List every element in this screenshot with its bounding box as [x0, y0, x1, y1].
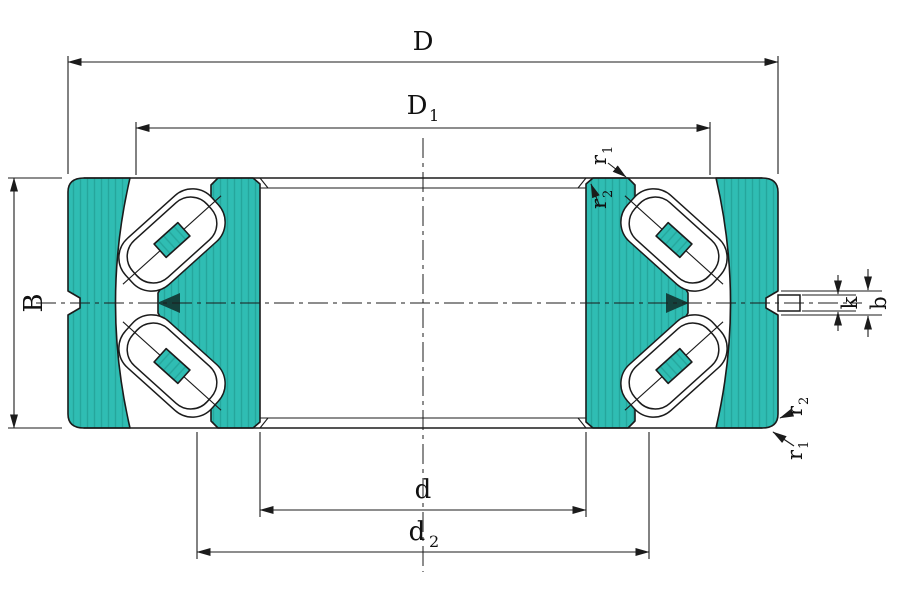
dimension-B: B [8, 177, 62, 429]
r2-subscript: 2 [797, 397, 812, 405]
r1-subscript: 1 [797, 441, 812, 449]
dim-b-label: b [867, 296, 891, 309]
guide-flange-right [666, 293, 689, 313]
roller-assembly-bottom-right [620, 314, 728, 418]
roller-assembly-bottom-left [118, 314, 226, 418]
dim-D1-subscript: 1 [429, 106, 439, 125]
dimension-D: D [67, 27, 779, 174]
chamfer-label-r1-top: r 1 [587, 146, 627, 178]
dim-d2-label: d [409, 517, 426, 547]
r2-label: r [587, 198, 611, 209]
dim-B-label: B [19, 293, 49, 312]
r1-label: r [587, 154, 611, 165]
bore-chamfer-bottom-right [577, 417, 587, 429]
dim-d2-subscript: 2 [429, 532, 439, 551]
leader-line [607, 162, 627, 178]
leader-line [590, 183, 601, 208]
bore-chamfer-top-right [577, 177, 587, 189]
roller-assembly-top-right [620, 188, 728, 292]
dimension-k: k [802, 275, 862, 331]
roller-assembly-top-left [118, 188, 226, 292]
dim-d-label: d [415, 475, 432, 505]
r1-label: r [783, 449, 807, 460]
cage-bar [655, 221, 693, 259]
bore-chamfer-top-left [259, 177, 269, 189]
cage-bar [153, 221, 191, 259]
dimension-d2: d 2 [196, 432, 650, 559]
cage-bar [153, 347, 191, 385]
leader-line [772, 431, 795, 447]
dimension-d: d [259, 432, 587, 517]
cage-bar [655, 347, 693, 385]
dimension-D1: D 1 [135, 91, 711, 175]
leader-line [779, 408, 795, 419]
dimension-b: b [781, 269, 891, 337]
chamfer-label-r1-bottom: r 1 [772, 431, 812, 460]
r2-subscript: 2 [601, 190, 616, 198]
outer-ring-right-section [715, 177, 779, 429]
dim-D-label: D [413, 27, 434, 57]
chamfer-label-r2-top: r 2 [587, 183, 616, 209]
r2-label: r [783, 405, 807, 416]
bore-chamfer-bottom-left [259, 417, 269, 429]
dim-k-label: k [838, 296, 862, 309]
r1-subscript: 1 [601, 146, 616, 154]
chamfer-label-r2-bottom: r 2 [779, 397, 812, 419]
dim-D1-label: D [407, 91, 428, 121]
guide-flange-left [157, 293, 180, 313]
